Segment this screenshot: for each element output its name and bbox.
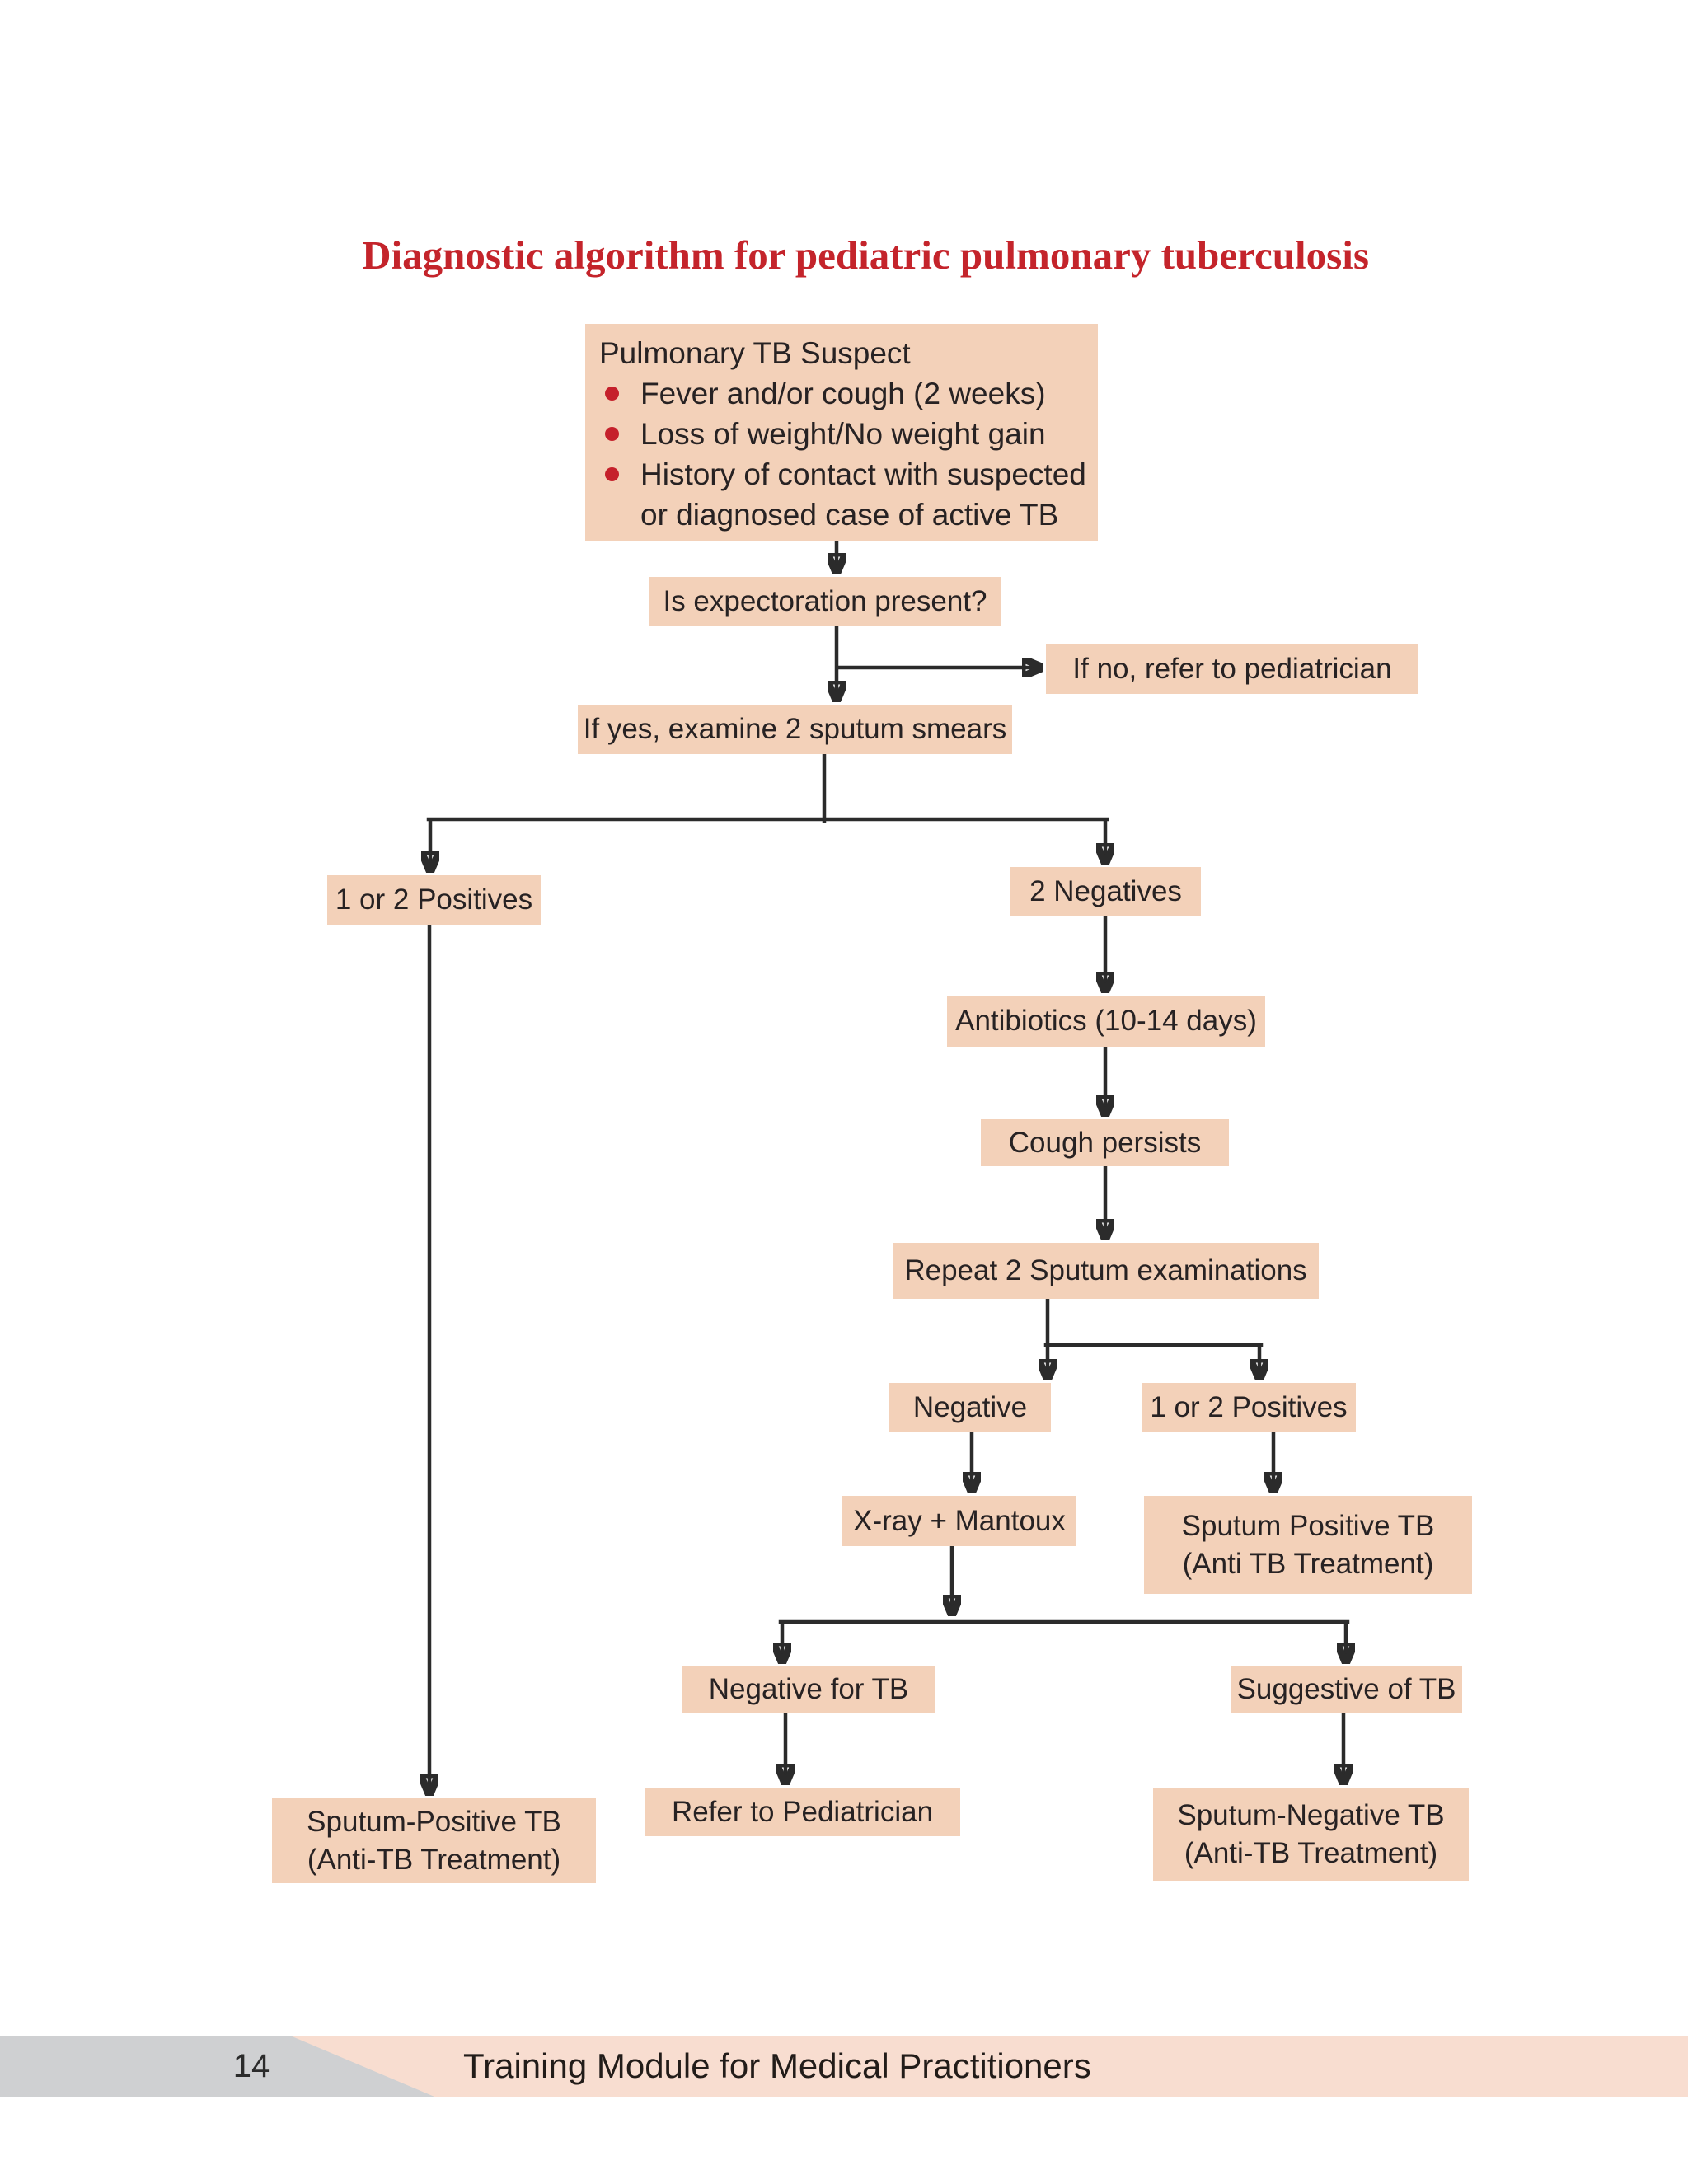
node-xray-mantoux: X-ray + Mantoux (842, 1496, 1076, 1546)
node-suggestive-of-tb: Suggestive of TB (1231, 1666, 1462, 1713)
node-cough-persists: Cough persists (981, 1119, 1229, 1166)
node-2-negatives: 2 Negatives (1010, 867, 1201, 916)
footer-title: Training Module for Medical Practitioner… (463, 2046, 1091, 2085)
node-pulmonary-tb-suspect: Pulmonary TB Suspect Fever and/or cough … (585, 324, 1098, 541)
node-if-no-refer-pediatrician: If no, refer to pediatrician (1046, 644, 1418, 694)
suspect-bullet: Loss of weight/No weight gain (599, 414, 1098, 454)
node-1-or-2-positives-first: 1 or 2 Positives (327, 875, 541, 925)
node-is-expectoration-present: Is expectoration present? (649, 577, 1001, 626)
bullet-icon (605, 467, 619, 481)
bullet-text: Fever and/or cough (2 weeks) (640, 377, 1046, 410)
page-number: 14 (232, 2048, 270, 2084)
node-sputum-negative-tb: Sputum-Negative TB (Anti-TB Treatment) (1153, 1788, 1469, 1881)
bullet-icon (605, 427, 619, 441)
node-repeat-sputum-exams: Repeat 2 Sputum examinations (893, 1243, 1319, 1299)
node-sputum-positive-tb: Sputum Positive TB (Anti TB Treatment) (1144, 1496, 1472, 1594)
node-refer-to-pediatrician: Refer to Pediatrician (645, 1788, 960, 1836)
page-title: Diagnostic algorithm for pediatric pulmo… (362, 232, 1369, 278)
node-1-or-2-positives-second: 1 or 2 Positives (1142, 1383, 1356, 1432)
bullet-icon (605, 387, 619, 401)
node-if-yes-examine-sputum: If yes, examine 2 sputum smears (578, 705, 1012, 754)
suspect-bullet: History of contact with suspected or dia… (599, 454, 1098, 535)
node-negative: Negative (889, 1383, 1051, 1432)
suspect-heading: Pulmonary TB Suspect (599, 336, 911, 370)
node-sputum-positive-tb-left: Sputum-Positive TB (Anti-TB Treatment) (272, 1798, 596, 1883)
node-negative-for-tb: Negative for TB (682, 1666, 935, 1713)
footer-band: 14 Training Module for Medical Practitio… (0, 2036, 1688, 2097)
suspect-bullet: Fever and/or cough (2 weeks) (599, 373, 1098, 414)
bullet-text: Loss of weight/No weight gain (640, 417, 1046, 451)
bullet-text: History of contact with suspected or dia… (640, 457, 1086, 532)
node-antibiotics: Antibiotics (10-14 days) (947, 996, 1265, 1047)
